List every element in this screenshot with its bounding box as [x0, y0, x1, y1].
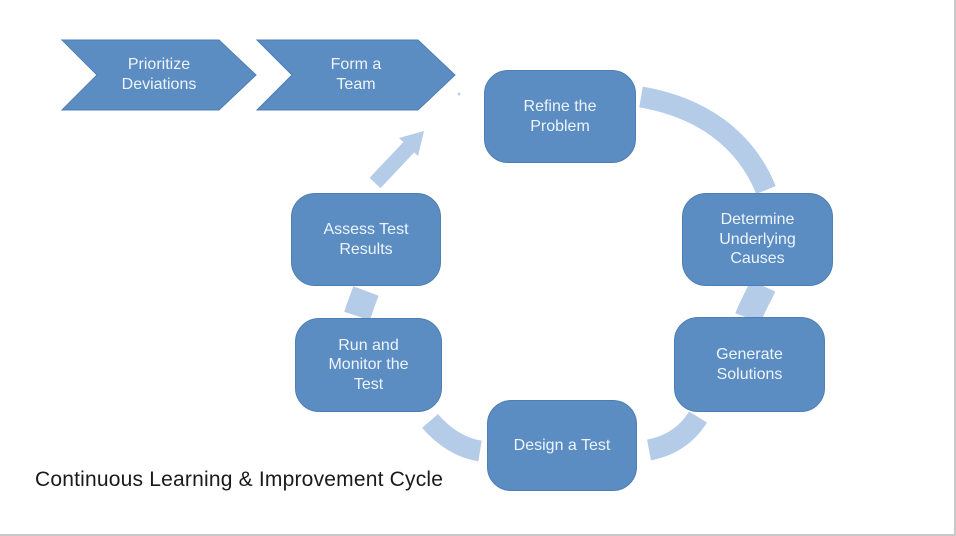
connector-run-to-assess	[344, 286, 379, 321]
step-generate-solutions: Generate Solutions	[674, 317, 825, 412]
chevron-form-a-team	[255, 39, 456, 111]
connector-refine-to-determine	[639, 86, 776, 195]
step-run-and-monitor-the-test: Run and Monitor the Test	[295, 318, 442, 412]
step-design-a-test: Design a Test	[487, 400, 637, 491]
connector-determine-to-generate	[735, 280, 776, 323]
step-determine-underlying-causes: Determine Underlying Causes	[682, 193, 833, 286]
step-assess-test-results: Assess Test Results	[291, 193, 441, 286]
chevron-prioritize-deviations	[60, 39, 257, 111]
stray-mark	[457, 92, 461, 96]
diagram-caption: Continuous Learning & Improvement Cycle	[35, 468, 444, 491]
restart-arrow-shaft	[369, 141, 415, 189]
connector-generate-to-design	[646, 411, 707, 461]
chevron-label-prioritize-deviations: Prioritize Deviations	[121, 56, 197, 93]
connector-design-to-run	[422, 413, 483, 462]
step-refine-the-problem: Refine the Problem	[484, 70, 636, 163]
chevron-label-form-a-team: Form a Team	[330, 56, 382, 93]
restart-arrow-head-icon	[399, 131, 424, 156]
